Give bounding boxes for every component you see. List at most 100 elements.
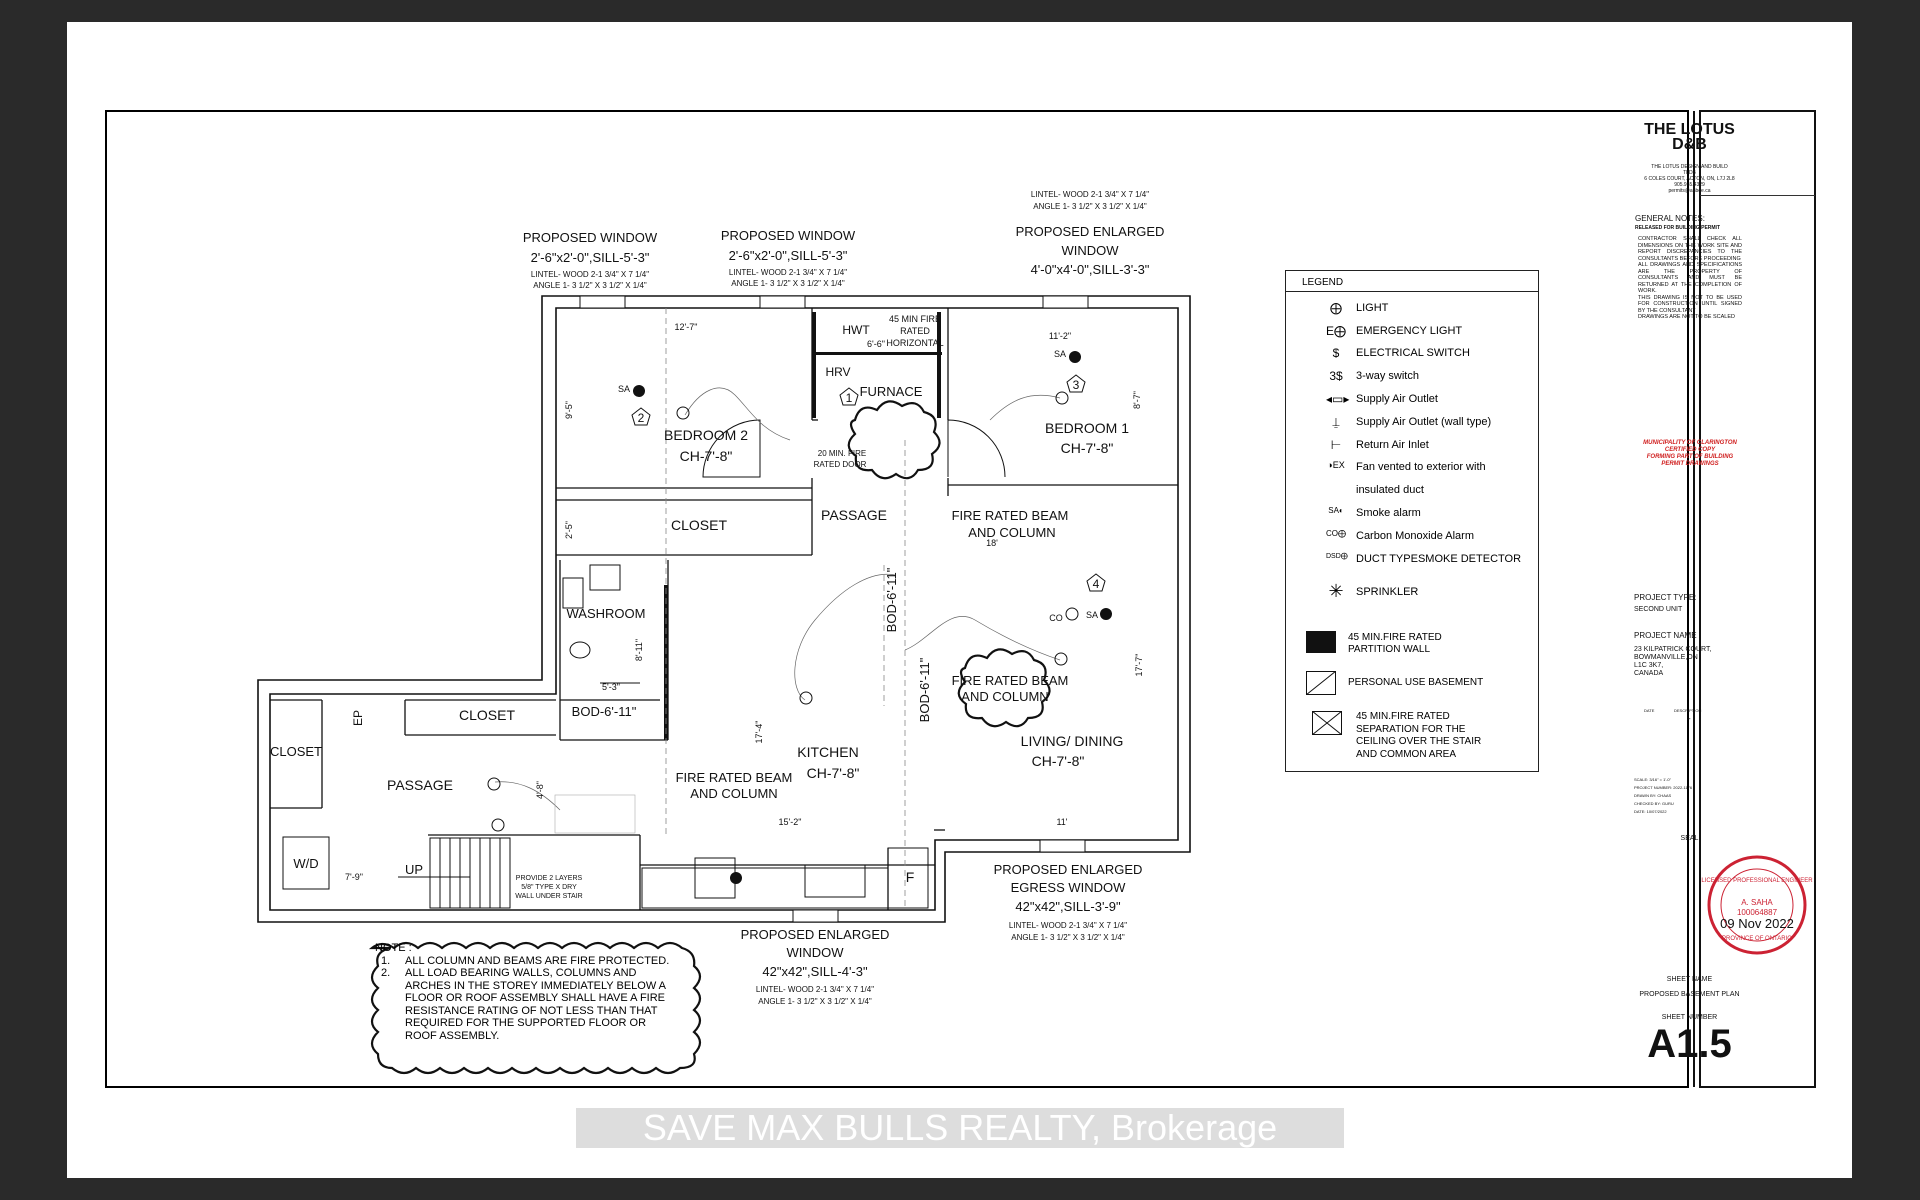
dim-2: 11'-2" [1049,331,1071,341]
general-note-3: THIS DRAWING IS NOT TO BE USED FOR CONST… [1638,294,1742,314]
general-note: NOTE : 1.ALL COLUMN AND BEAMS ARE FIRE P… [355,942,700,1042]
fire-beam-clouds [847,400,1051,728]
window5-title: PROPOSED ENLARGED [741,927,890,942]
stair-up-label: UP [405,862,423,877]
bedroom2-height: CH-7'-8" [680,448,733,464]
legend-item-fan-cont: insulated duct [1286,481,1536,501]
legend-label: SPRINKLER [1356,586,1419,598]
project-name-label: PROJECT NAME [1634,631,1697,640]
stair-note-2: 5/8" TYPE X DRY [521,884,577,891]
personal-use-legend: PERSONAL USE BASEMENT [1348,677,1484,688]
window1-size: 2'-6"x2'-0",SILL-5'-3" [531,250,650,265]
sa-bedroom2: SA [618,384,630,394]
dim-13: 4'-8" [535,781,545,799]
fire-rated-note-3: HORIZONTAL [886,338,943,348]
fire-wall-legend: 45 MIN.FIRE RATED PARTITION WALL [1348,632,1442,656]
hwt-label: HWT [842,323,870,337]
legend-item-sprinkler: ✳ SPRINKLER [1286,581,1536,603]
smoke-alarm-icon: SA◐ [1328,506,1344,515]
living-height: CH-7'-8" [1032,753,1085,769]
sprinkler-icon: ✳ [1328,581,1344,601]
bod-vertical-1: BOD-6'-11" [884,567,899,632]
washroom-label: WASHROOM [567,606,646,621]
legend-item-switch: $ELECTRICAL SWITCH [1286,344,1536,364]
title-block-frame [1693,110,1816,1088]
company-info-3: 6 COLES COURT, ACTON, ON, L7J 2L8 [1644,176,1735,182]
dim-9: 15'-2" [779,817,802,827]
fan-icon: ◑EX [1327,460,1345,470]
window5-angle: ANGLE 1- 3 1/2" X 3 1/2" X 1/4" [758,997,872,1006]
dim-4: 8'-7" [1132,391,1142,409]
kitchen-counters [641,847,929,909]
company-info-4: 905.965.4329 [1674,182,1705,188]
legend-item-return-air: ⊢Return Air Inlet [1286,436,1536,456]
general-notes-title: GENERAL NOTES: [1635,214,1705,223]
window1-angle: ANGLE 1- 3 1/2" X 3 1/2" X 1/4" [533,281,647,290]
stamp-line-3: FORMING PART OF BUILDING [1646,454,1734,460]
company-info-2: TLDB [1683,170,1696,176]
company-logo: THE LOTUS D&B [1632,122,1747,153]
legend-label: LIGHT [1356,302,1389,314]
window2-size: 2'-6"x2'-0",SILL-5'-3" [729,248,848,263]
dim-10: 11' [1056,817,1067,827]
fire-wall-line-1: 45 MIN.FIRE RATED [1348,632,1442,643]
window1-title: PROPOSED WINDOW [523,230,658,245]
bedroom1-height: CH-7'-8" [1061,440,1114,456]
window2-title: PROPOSED WINDOW [721,228,856,243]
window4-size: 42"x42",SILL-3'-9" [1015,899,1121,914]
drawing-border [105,110,1689,1088]
address-line-3: L1C 3K7, [1634,662,1664,669]
bedroom1-label: BEDROOM 1 [1045,420,1129,436]
note-text-1: ALL COLUMN AND BEAMS ARE FIRE PROTECTED. [405,954,670,967]
washer-dryer [282,836,330,890]
fire-rated-note-1: 45 MIN FIRE [889,314,941,324]
bod-hall: BOD-6'-11" [572,704,637,719]
separation-legend: 45 MIN.FIRE RATED SEPARATION FOR THE CEI… [1356,711,1481,761]
fire-rated-note-2: RATED [900,326,930,336]
stair-note-1: PROVIDE 2 LAYERS [516,875,583,882]
company-info: THE LOTUS DESIGN AND BUILD TLDB 6 COLES … [1632,164,1747,194]
dim-12: 8'-11" [634,639,644,661]
dim-6: 18' [986,538,998,548]
legend-symbol-blank [1326,483,1346,497]
seal-date: 09 Nov 2022 [1720,916,1794,931]
legend-label: Supply Air Outlet [1356,393,1438,405]
window3-size: 4'-0"x4'-0",SILL-3'-3" [1031,262,1150,277]
tag-1: 1 [846,391,853,405]
door-note-1: 20 MIN. FIRE [818,449,866,458]
furnace-label: FURNACE [860,384,923,399]
legend-label: Fan vented to exterior with [1356,461,1486,473]
stamp-line-4: PERMIT DRAWINGS [1661,461,1719,467]
sheet-number: A1.5 [1647,1022,1732,1066]
revision-description-header: DESCRIPTION [1674,708,1702,713]
kitchen-height: CH-7'-8" [807,765,860,781]
legend-item-co: CO⨁Carbon Monoxide Alarm [1286,527,1536,547]
fire-wall-line-2: PARTITION WALL [1348,644,1431,655]
beam-label-3b: AND COLUMN [690,786,777,801]
tag-numbers: 2 1 3 4 [638,378,1100,591]
bedroom2-label: BEDROOM 2 [664,427,748,443]
general-notes-list: CONTRACTOR SHALL CHECK ALL DIMENSIONS ON… [1638,236,1742,321]
dim-11: 5'-3" [602,682,620,692]
exterior-walls [257,295,1191,923]
seal-name: A. SAHA [1741,898,1773,907]
address-line-2: BOWMANVILLE,ON [1634,654,1698,661]
seal-label: SEAL [1680,835,1699,842]
separation-line-3: CEILING OVER THE STAIR [1356,736,1482,747]
co-living: CO [1049,613,1063,623]
note-text-2: ALL LOAD BEARING WALLS, COLUMNS AND ARCH… [405,967,666,1042]
separation-line-4: AND COMMON AREA [1356,748,1457,760]
separation-swatch [1312,711,1342,735]
duct-smoke-detector-icon: DSD⨁ [1326,553,1348,560]
general-note-1: CONTRACTOR SHALL CHECK ALL DIMENSIONS ON… [1638,236,1742,262]
window4-title: PROPOSED ENLARGED [994,862,1143,877]
drawing-meta: SCALE: 3/16" = 1'-0" PROJECT NUMBER: 202… [1634,776,1692,816]
dim-14: 7'-9" [345,872,363,882]
legend-label: 3-way switch [1356,370,1419,382]
company-name-2: D&B [1672,136,1707,153]
meta-project-number: PROJECT NUMBER: 2022-1176 [1634,785,1693,790]
closet-bedroom2: CLOSET [671,517,727,533]
dim-3: 9'-5" [564,401,574,419]
beam-label-3a: FIRE RATED BEAM [676,770,793,785]
dim-8: 17'-4" [754,721,764,744]
